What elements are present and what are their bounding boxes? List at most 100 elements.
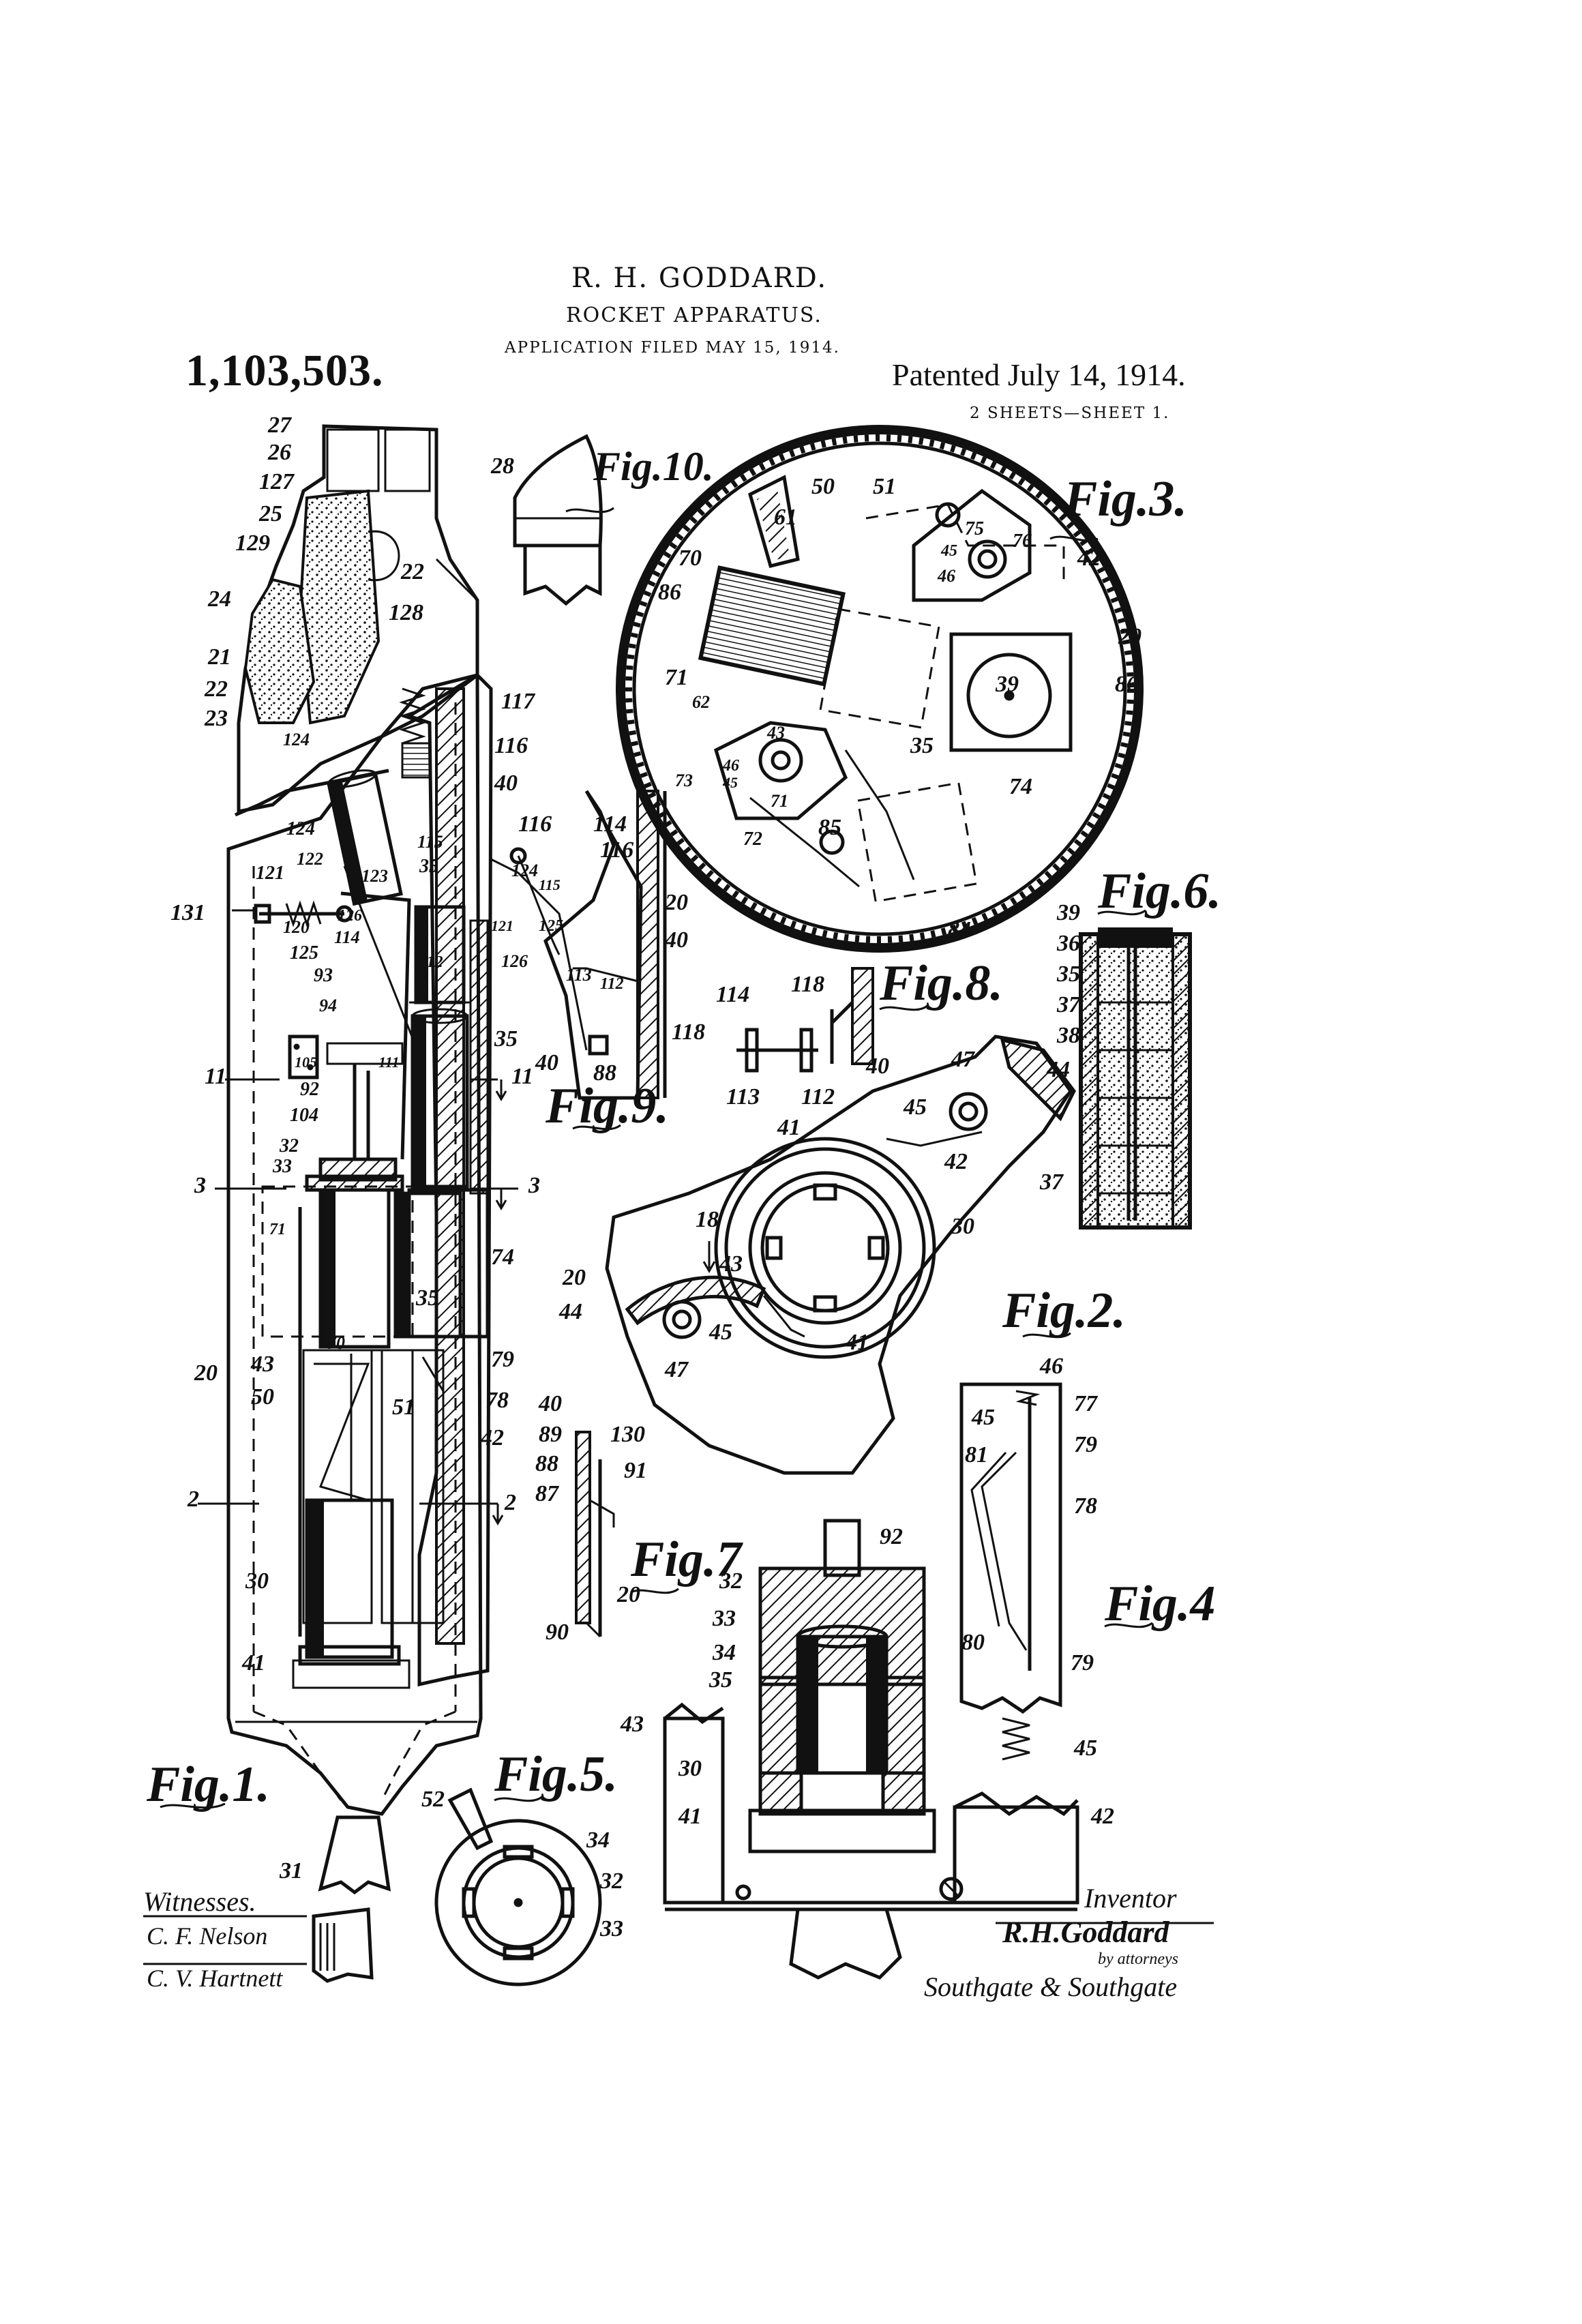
- ref-numeral: 36: [1057, 931, 1080, 957]
- ref-numeral: 45: [972, 1405, 995, 1431]
- ref-numeral: 61: [774, 505, 797, 531]
- ref-numeral: 114: [593, 811, 627, 837]
- ref-numeral: 90: [546, 1620, 569, 1645]
- ref-numeral: 46: [1040, 1354, 1063, 1380]
- fig2-drawing: [607, 1037, 1074, 1473]
- ref-numeral: 35: [494, 1026, 518, 1052]
- ref-numeral: 76: [1013, 531, 1032, 552]
- ref-numeral: 25: [259, 501, 282, 527]
- ref-numeral: 31: [280, 1858, 303, 1884]
- ref-numeral: 33: [600, 1916, 623, 1942]
- ref-numeral: 30: [678, 1756, 702, 1782]
- ref-numeral: 35: [709, 1667, 732, 1693]
- ref-numeral: 34: [586, 1828, 610, 1853]
- inventor-signature: R.H.Goddard: [1002, 1915, 1169, 1950]
- ref-numeral: 92: [880, 1524, 903, 1550]
- ref-numeral: 118: [791, 972, 824, 998]
- ref-numeral: 41: [846, 1330, 869, 1356]
- ref-numeral: 94: [319, 996, 337, 1016]
- fig6-drawing: [1081, 927, 1190, 1227]
- ref-numeral: 30: [951, 1214, 974, 1240]
- ref-numeral: 126: [338, 907, 362, 925]
- ref-numeral: 88: [535, 1451, 558, 1477]
- ref-numeral: 71: [665, 665, 688, 691]
- witnesses-label: Witnesses.: [143, 1886, 256, 1918]
- ref-numeral: 45: [904, 1094, 927, 1120]
- ref-numeral: 41: [242, 1650, 265, 1676]
- ref-numeral: 40: [665, 927, 688, 953]
- ref-numeral: 45: [1074, 1735, 1097, 1761]
- ref-numeral: 79: [1074, 1432, 1097, 1458]
- ref-numeral: 113: [566, 965, 592, 985]
- ref-numeral: 22: [401, 559, 424, 585]
- ref-numeral: 121: [491, 917, 513, 935]
- ref-numeral: 86: [1115, 672, 1138, 698]
- ref-numeral: 23: [205, 706, 228, 732]
- ref-numeral: 20: [1118, 624, 1141, 650]
- ref-numeral: 114: [334, 927, 360, 948]
- ref-numeral: 62: [692, 692, 710, 713]
- ref-numeral: 115: [417, 832, 443, 852]
- ref-numeral: 34: [713, 1640, 736, 1666]
- ref-numeral: 30: [245, 1568, 269, 1594]
- fig5-drawing: [436, 1790, 600, 1984]
- ref-numeral: 3: [194, 1173, 206, 1199]
- ref-numeral: 35: [416, 1285, 439, 1311]
- ref-numeral: 117: [501, 689, 535, 715]
- ref-numeral: 27: [268, 413, 291, 438]
- ref-numeral: 44: [1047, 1057, 1070, 1083]
- ref-numeral: 11: [205, 1064, 226, 1090]
- ref-numeral: 32: [719, 1568, 743, 1594]
- ref-numeral: 35: [1057, 962, 1080, 987]
- fig1-label: Fig.1.: [147, 1756, 270, 1814]
- ref-numeral: 20: [563, 1265, 586, 1291]
- ref-numeral: 72: [743, 829, 762, 850]
- ref-numeral: 125: [290, 942, 318, 964]
- ref-numeral: 115: [539, 876, 561, 894]
- ref-numeral: 74: [491, 1245, 514, 1270]
- ref-numeral: 71: [269, 1221, 286, 1239]
- fig2-label: Fig.2.: [1002, 1282, 1126, 1340]
- ref-numeral: 120: [283, 917, 310, 938]
- ref-numeral: 42: [481, 1425, 504, 1451]
- ref-numeral: 43: [767, 723, 785, 743]
- ref-numeral: 84: [948, 917, 971, 943]
- ref-numeral: 46: [938, 566, 955, 586]
- fig3-label: Fig.3.: [1064, 471, 1187, 528]
- ref-numeral: 125: [539, 917, 563, 936]
- ref-numeral: 47: [665, 1357, 688, 1383]
- ref-numeral: 124: [511, 861, 538, 881]
- fig4-label: Fig.4: [1105, 1575, 1215, 1633]
- ref-numeral: 43: [621, 1712, 644, 1738]
- ref-numeral: 113: [726, 1084, 760, 1110]
- ref-numeral: 21: [208, 644, 231, 670]
- ref-numeral: 70: [327, 1333, 345, 1354]
- ref-numeral: 122: [297, 849, 323, 869]
- ref-numeral: 42: [1091, 1804, 1114, 1830]
- ref-numeral: 39: [1057, 900, 1080, 926]
- ref-numeral: 20: [194, 1360, 218, 1386]
- ref-numeral: 44: [559, 1299, 582, 1325]
- ref-numeral: 81: [965, 1442, 988, 1468]
- ref-numeral: 45: [709, 1320, 732, 1345]
- ref-numeral: 79: [1071, 1650, 1094, 1676]
- ref-numeral: 88: [593, 1060, 616, 1086]
- ref-numeral: 43: [719, 1251, 743, 1277]
- fig4-drawing: [961, 1384, 1060, 1759]
- fig6-label: Fig.6.: [1098, 863, 1221, 921]
- ref-numeral: 50: [251, 1384, 274, 1410]
- attorneys-signature: Southgate & Southgate: [924, 1971, 1177, 2003]
- ref-numeral: 124: [283, 730, 310, 750]
- ref-numeral: 51: [873, 474, 896, 500]
- ref-numeral: 80: [961, 1630, 985, 1656]
- ref-numeral: 40: [539, 1391, 562, 1417]
- ref-numeral: 85: [818, 815, 841, 841]
- ref-numeral: 130: [610, 1422, 645, 1448]
- ref-numeral: 50: [811, 474, 835, 500]
- ref-numeral: 111: [378, 1054, 400, 1071]
- ref-numeral: 32: [600, 1868, 623, 1894]
- ref-numeral: 41: [678, 1804, 702, 1830]
- ref-numeral: 114: [716, 982, 749, 1008]
- ref-numeral: 22: [205, 676, 228, 702]
- ref-numeral: 47: [951, 1047, 974, 1073]
